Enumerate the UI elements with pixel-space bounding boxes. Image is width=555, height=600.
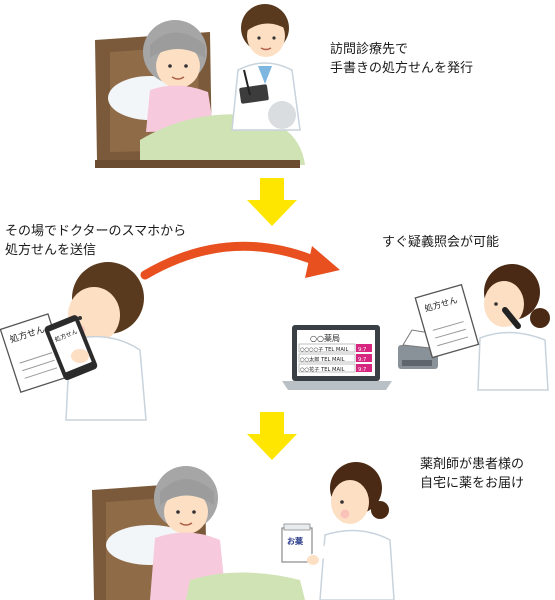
screen-row-text: ○○花子 TEL MAIL [300, 365, 345, 373]
caption-step1-line1: 訪問診療先で [330, 42, 409, 57]
screen-row-badge: 9:7 [358, 367, 366, 373]
screen-title: ○○薬局 [310, 333, 340, 343]
screen-row-text: ○○太郎 TEL MAIL [300, 355, 345, 363]
caption-step3: すぐ疑義照会が可能 [382, 233, 499, 252]
medicine-bag: お薬 [281, 523, 313, 563]
bag-label: お薬 [287, 536, 304, 546]
screen-row: ○○太郎 TEL MAIL 9:7 [298, 353, 372, 363]
caption-step1: 訪問診療先で 手書きの処方せんを発行 [330, 40, 473, 78]
screen-row-text: ○○○○子 TEL MAIL [300, 346, 348, 353]
caption-step2-line1: その場でドクターのスマホから [5, 224, 187, 239]
caption-step2: その場でドクターのスマホから 処方せんを送信 [5, 222, 186, 260]
caption-step4: 薬剤師が患者様の 自宅に薬をお届け [420, 455, 524, 493]
caption-step4-line2: 自宅に薬をお届け [420, 476, 525, 491]
clipboard [239, 84, 269, 104]
caption-step2-line2: 処方せんを送信 [5, 243, 97, 258]
screen-row-badge: 9:7 [358, 347, 366, 353]
screen-row-badge: 9:7 [358, 357, 366, 363]
pharmacist-phone [477, 264, 550, 391]
caption-step4-line1: 薬剤師が患者様の [420, 457, 525, 472]
pharmacist-delivery [307, 462, 395, 600]
caption-step3-line1: すぐ疑義照会が可能 [382, 235, 500, 250]
laptop: ○○薬局 ○○○○子 TEL MAIL 9:7 ○○太郎 TEL MAIL 9:… [282, 325, 392, 390]
curved-arrow [140, 241, 323, 280]
caption-step1-line2: 手書きの処方せんを発行 [330, 61, 474, 76]
screen-row: ○○○○子 TEL MAIL 9:7 [298, 343, 372, 353]
screen-row: ○○花子 TEL MAIL 9:7 [298, 363, 372, 373]
prescription-paper-right: 処方せん [414, 283, 480, 359]
